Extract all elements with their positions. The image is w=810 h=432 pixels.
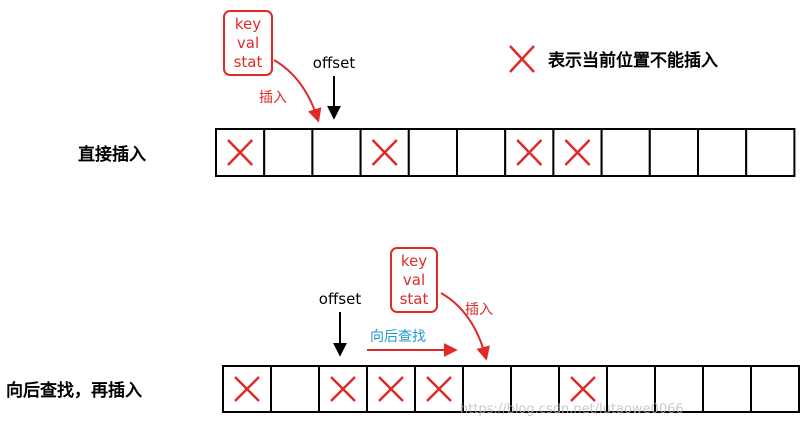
row2-cell-2 — [270, 365, 320, 413]
row1-insert-label: 插入 — [259, 90, 287, 106]
row2-insert-arrow — [440, 292, 490, 361]
row1-cell-4-x-mark-icon — [371, 139, 398, 166]
row2-card-val: val — [403, 271, 425, 289]
row1: 直接插入 key val stat 插入 offset — [78, 10, 796, 177]
row1-entry-card: key val stat — [223, 10, 273, 76]
row1-cell-10 — [648, 128, 699, 177]
row2-cell-8-x-mark-icon — [570, 376, 596, 402]
x-mark-icon — [509, 45, 535, 73]
row2-cell-5-x-mark-icon — [426, 376, 452, 402]
row1-cell-11 — [697, 128, 748, 177]
row1-cell-5 — [407, 128, 458, 177]
row1-cells — [215, 128, 796, 177]
row1-cell-1-x-mark-icon — [227, 139, 254, 166]
row2-label: 向后查找，再插入 — [6, 380, 142, 401]
row1-cell-3 — [311, 128, 362, 177]
row2-cell-11 — [702, 365, 752, 413]
row1-cell-12 — [745, 128, 796, 177]
row1-card-key: key — [235, 15, 261, 33]
row1-label: 直接插入 — [78, 144, 146, 165]
row2-card-key: key — [401, 252, 427, 270]
legend: 表示当前位置不能插入 — [509, 45, 718, 73]
row2-offset-label: offset — [319, 290, 362, 308]
row2-entry-card: key val stat — [390, 247, 438, 313]
row1-offset-label: offset — [313, 54, 356, 72]
watermark: https://blog.csdn.net/lutaowe0066 — [460, 402, 684, 417]
row2-cell-9 — [606, 365, 656, 413]
row2-insert-label: 插入 — [465, 302, 493, 318]
row2-cell-12 — [750, 365, 800, 413]
row1-cell-2 — [263, 128, 314, 177]
row2-cell-1-x-mark-icon — [234, 376, 260, 402]
row2-card-stat: stat — [400, 290, 429, 308]
row1-card-stat: stat — [234, 53, 263, 71]
row1-card-val: val — [237, 34, 259, 52]
row1-cell-7-x-mark-icon — [516, 139, 543, 166]
row2-cell-3-x-mark-icon — [330, 376, 356, 402]
legend-text: 表示当前位置不能插入 — [548, 50, 718, 71]
row1-insert-arrow — [273, 59, 322, 123]
row1-cell-9 — [600, 128, 651, 177]
row2-search-label: 向后查找 — [370, 329, 426, 345]
row2-cells — [222, 365, 800, 413]
row1-cell-6 — [456, 128, 507, 177]
row2-cell-4-x-mark-icon — [378, 376, 404, 402]
row2: 向后查找，再插入 key val stat 插入 offset 向后查找 — [6, 247, 800, 413]
row1-cell-8-x-mark-icon — [564, 139, 591, 166]
